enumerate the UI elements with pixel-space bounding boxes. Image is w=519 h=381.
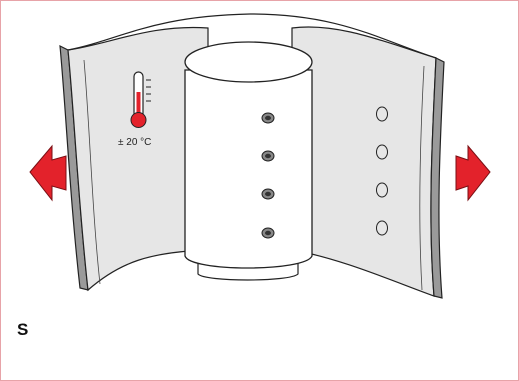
tank-port [262,228,274,238]
tank-port [262,189,274,199]
arrow-left-icon [30,146,66,200]
jacket-hole [377,145,388,159]
tank-port [262,113,274,123]
temperature-label: ± 20 °C [118,137,151,148]
jacket-hole [377,183,388,197]
tank-port [262,151,274,161]
insulation-jacket-right [292,27,444,298]
figure-caption: S [17,320,28,340]
arrow-right-icon [456,146,490,200]
jacket-hole [377,107,388,121]
jacket-hole [377,221,388,235]
water-heater-tank [185,42,312,280]
